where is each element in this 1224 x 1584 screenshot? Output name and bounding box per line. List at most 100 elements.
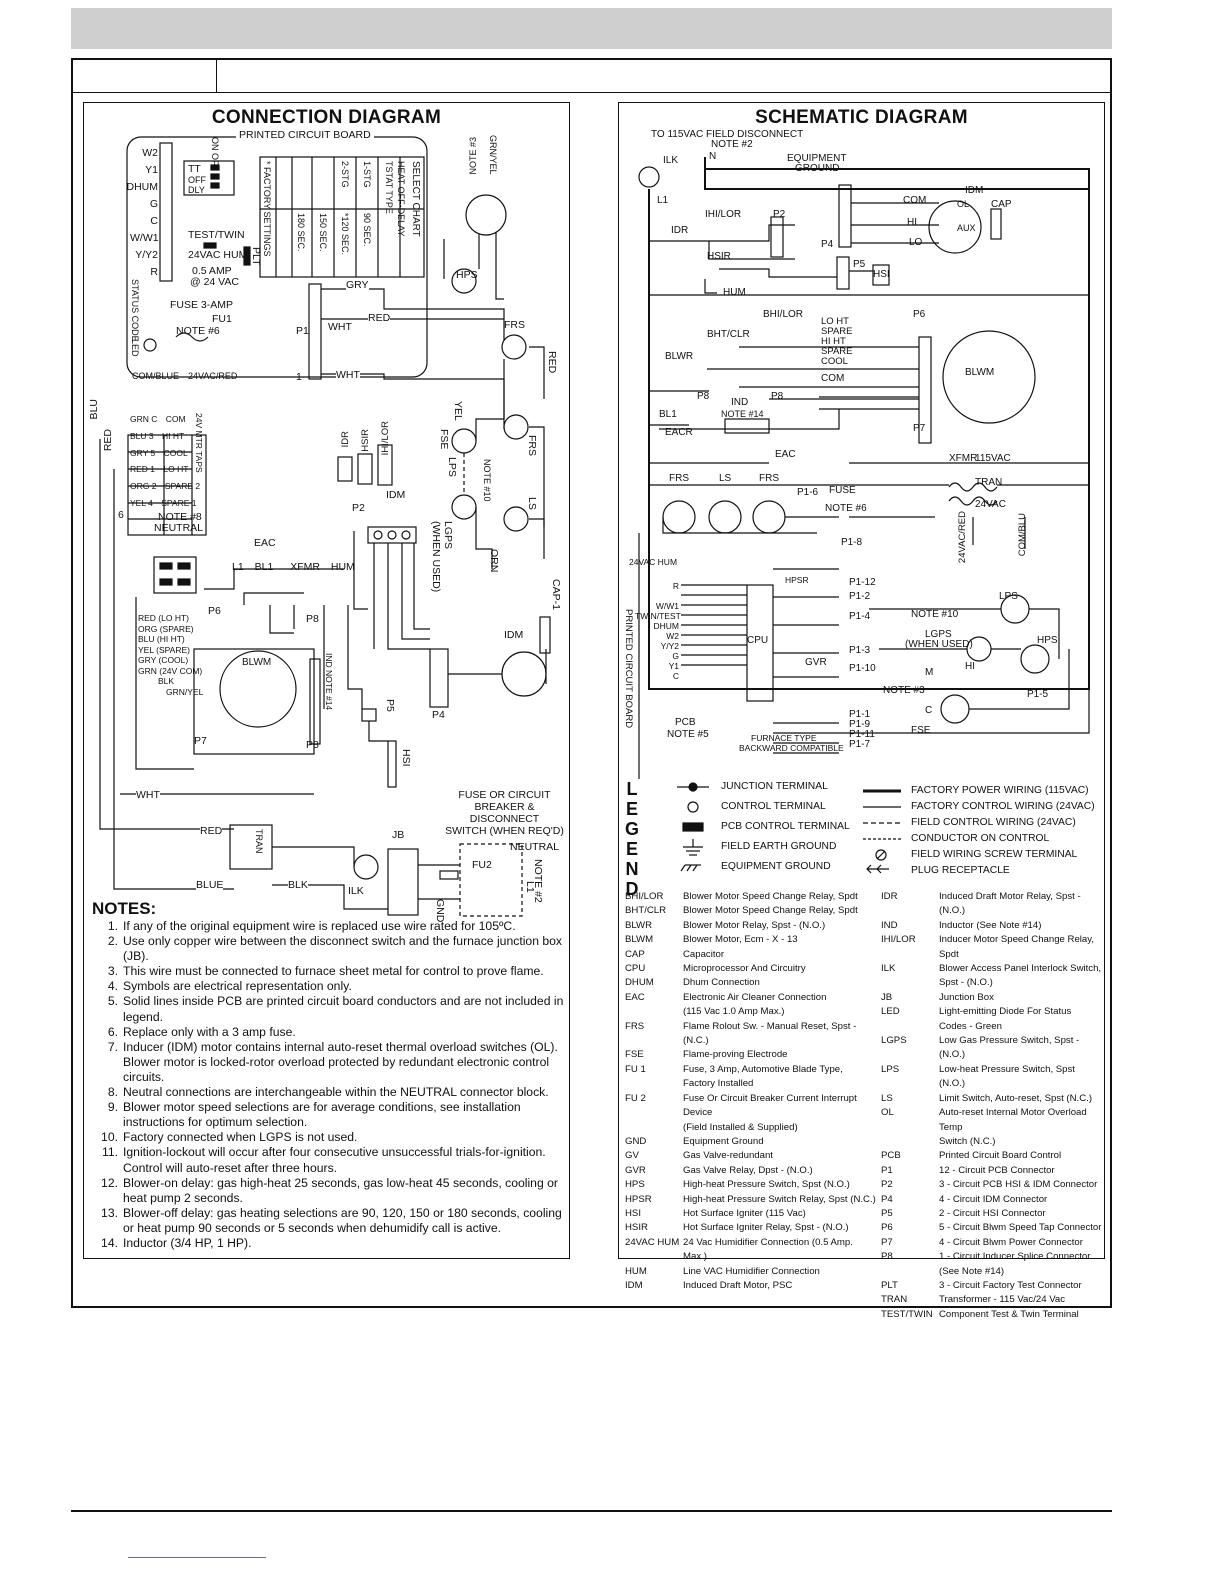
- p8-label-top: P8: [306, 613, 319, 625]
- terminal-c: C: [150, 215, 158, 227]
- schematic-diagram-panel: SCHEMATIC DIAGRAM: [618, 102, 1105, 1320]
- terminal-ww1: W/W1: [130, 232, 159, 244]
- pcb-label: PRINTED CIRCUIT BOARD: [236, 129, 374, 141]
- red-bottom: RED: [200, 825, 223, 837]
- eac-label: EAC: [775, 449, 796, 460]
- abbrev-row: (See Note #14): [939, 1265, 1005, 1277]
- vac-red-label: 24VAC/RED: [957, 511, 968, 564]
- relay-hsir: [357, 453, 373, 485]
- tran-label: TRAN: [975, 477, 1003, 488]
- fse-label: FSE: [911, 725, 931, 736]
- term-dhum: DHUM: [653, 621, 680, 631]
- p14-label: P1-4: [849, 611, 871, 622]
- equipment-ground-1: EQUIPMENT: [787, 153, 847, 164]
- terminal-g: G: [149, 198, 158, 210]
- schematic-drawing: [638, 157, 1090, 779]
- p7-label: P7: [194, 735, 207, 747]
- note-item: 1.If any of the original equipment wire …: [107, 919, 516, 933]
- legend-equipment-ground: EQUIPMENT GROUND: [721, 861, 831, 872]
- hi-gv-label: HI: [965, 661, 975, 672]
- wht-bottom: WHT: [136, 789, 160, 801]
- term-twin: TWIN/TEST: [635, 611, 681, 621]
- term-y1: Y1: [668, 661, 679, 671]
- p112-label: P1-12: [849, 577, 876, 588]
- p17-label: P1-7: [849, 739, 871, 750]
- relay-ihilor-label: IHI/LOR: [380, 421, 391, 456]
- jb-label: JB: [392, 829, 405, 841]
- neutral-label-2: NEUTRAL: [510, 841, 560, 853]
- pcb-control-terminal-icon: [682, 822, 704, 832]
- led-label: LED: [130, 339, 140, 357]
- idm-p2-label: IDM: [386, 489, 406, 501]
- frs-label-2: FRS: [526, 435, 538, 456]
- blwm-connector: [193, 648, 315, 755]
- ilk-label: ILK: [663, 155, 679, 166]
- select-chart-factory: * FACTORY SETTINGS: [262, 161, 272, 257]
- note8-label: NOTE #8: [158, 511, 202, 523]
- blwm-label: BLWM: [965, 367, 995, 378]
- wire-blu-left: BLU: [88, 399, 100, 420]
- amp-label-2: @ 24 VAC: [190, 276, 239, 288]
- hum-label: HUM: [723, 287, 746, 298]
- p16-label: P1-6: [797, 487, 819, 498]
- p5-symbol: [836, 256, 850, 290]
- note3-top: NOTE #3: [468, 137, 478, 175]
- select-chart-heat-off: HEAT OFF-DELAY: [396, 161, 406, 237]
- l1-label: L1: [524, 881, 536, 893]
- frs-label-1: FRS: [504, 319, 525, 331]
- v115-label: 115VAC: [975, 453, 1011, 464]
- l1-label: L1: [657, 195, 669, 206]
- control-terminal-icon: [687, 801, 699, 813]
- ls-switch: [503, 506, 529, 532]
- terminal-strip: [159, 142, 173, 282]
- blwm-wire: BLU (HI HT): [138, 634, 185, 644]
- pcb-vertical-label: PRINTED CIRCUIT BOARD: [623, 609, 634, 729]
- note6-label: NOTE #6: [825, 503, 867, 514]
- footer-link-underline: [128, 1557, 266, 1558]
- when-used-label: (WHEN USED): [905, 639, 973, 650]
- note-item: 9.Blower motor speed selections are for …: [107, 1100, 521, 1130]
- motor-taps-header: 24V MTR TAPS: [194, 413, 204, 473]
- inducer-motor: [465, 194, 507, 236]
- ls-label: LS: [526, 497, 538, 510]
- tap-row: GRY 5 COOL: [130, 447, 188, 458]
- lps-label: LPS: [999, 591, 1018, 602]
- ihilor-label: IHI/LOR: [705, 209, 742, 220]
- term-hum: HUM: [330, 561, 355, 573]
- c-label: C: [925, 705, 933, 716]
- ind-label: IND: [731, 397, 749, 408]
- tap-hi-ht: HI HT: [821, 336, 846, 347]
- hum24-label: 24VAC HUM: [188, 249, 248, 261]
- bl1-label: BL1: [659, 409, 677, 420]
- p2-label: P2: [773, 209, 786, 220]
- note-item: 11.Ignition-lockout will occur after fou…: [101, 1145, 546, 1175]
- fuse-fu1: [175, 332, 209, 342]
- tap-spare-2: SPARE: [821, 346, 853, 357]
- p1-pin1: 1: [296, 371, 302, 383]
- red-right: RED: [546, 351, 558, 374]
- idm-label: IDM: [504, 629, 524, 641]
- fu1-label: FU1: [212, 313, 232, 325]
- ol-label: OL: [957, 199, 970, 209]
- hum24-label: 24VAC HUM: [629, 557, 678, 567]
- p4-label: P4: [432, 709, 445, 721]
- p6-symbol: [918, 336, 932, 444]
- relay-idr-label: IDR: [340, 431, 351, 448]
- relay-hsir-label: HSIR: [360, 429, 371, 452]
- six-label: 6: [118, 509, 124, 521]
- blwm-wire: GRN (24V COM): [138, 665, 203, 676]
